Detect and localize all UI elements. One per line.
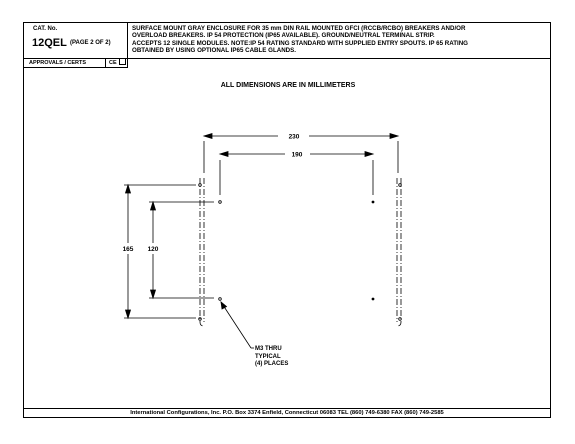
hole-callout: M3 THRU TYPICAL (4) PLACES xyxy=(255,346,288,369)
description-line: SURFACE MOUNT GRAY ENCLOSURE FOR 35 mm D… xyxy=(132,25,466,32)
drawing-sheet: CAT. No. 12QEL (PAGE 2 OF 2) SURFACE MOU… xyxy=(23,22,551,418)
company-footer: International Configurations, Inc. P.O. … xyxy=(24,408,550,417)
description-line: ACCEPTS 12 SINGLE MODULES. NOTE:IP 54 RA… xyxy=(132,39,468,47)
dim-label-165: 165 xyxy=(123,246,134,253)
units-note: ALL DIMENSIONS ARE IN MILLIMETERS xyxy=(220,82,356,89)
callout-line: TYPICAL xyxy=(255,353,281,360)
mounting-hole xyxy=(218,297,222,301)
corner-hole xyxy=(398,317,402,321)
extension-lines xyxy=(124,184,214,319)
description-line: OBTAINED BY USING OPTIONAL IP65 CABLE GL… xyxy=(132,47,296,55)
checkbox-icon xyxy=(118,58,126,66)
catalog-number-block: CAT. No. 12QEL (PAGE 2 OF 2) xyxy=(24,23,128,59)
description-line: OVERLOAD BREAKERS. IP 54 PROTECTION (IP6… xyxy=(132,32,435,40)
enclosure-dimension-drawing: 230 190 165 xyxy=(123,132,402,349)
mounting-hole xyxy=(371,297,375,301)
corner-hole xyxy=(198,183,202,187)
mounting-hole xyxy=(218,200,222,204)
catalog-label: CAT. No. xyxy=(33,26,58,32)
callout-line: M3 THRU xyxy=(255,346,282,352)
catalog-number: 12QEL xyxy=(32,37,67,49)
dimension-190 xyxy=(218,150,375,195)
mounting-hole-dots xyxy=(371,200,375,301)
page-indicator: (PAGE 2 OF 2) xyxy=(70,40,111,46)
dimension-165 xyxy=(124,183,132,320)
dim-label-120: 120 xyxy=(148,246,159,253)
mounting-hole xyxy=(371,200,375,204)
dimension-230 xyxy=(202,132,400,173)
dimension-120 xyxy=(149,200,157,300)
corner-hole xyxy=(198,317,202,321)
enclosure-outline xyxy=(199,178,402,327)
cert-cell: CE xyxy=(106,58,128,68)
dim-label-230: 230 xyxy=(289,134,300,141)
mounting-holes xyxy=(198,183,402,321)
callout-line: (4) PLACES xyxy=(255,361,289,367)
ce-mark: CE xyxy=(109,60,117,66)
product-description: SURFACE MOUNT GRAY ENCLOSURE FOR 35 mm D… xyxy=(128,23,550,59)
corner-hole xyxy=(398,183,402,187)
dim-label-190: 190 xyxy=(292,152,303,159)
callout-leader xyxy=(220,301,254,349)
approvals-label: APPROVALS / CERTS xyxy=(24,59,106,68)
